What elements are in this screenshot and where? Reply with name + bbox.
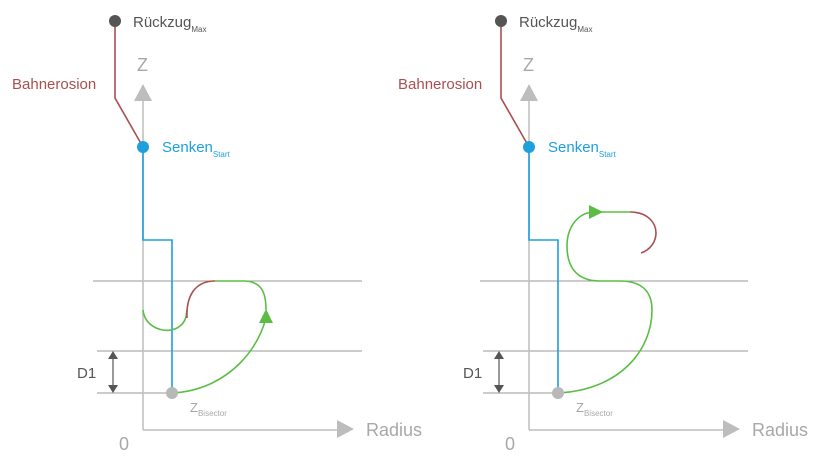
z-axis-arrowhead [134,84,152,101]
retract-path [114,21,144,148]
origin-label: 0 [505,434,515,454]
d1-dimension-arrow [108,351,118,393]
path-erosion-label: Bahnerosion [398,76,482,93]
retract-max-point [109,15,121,27]
radius-axis-arrowhead [337,420,354,438]
z-axis-label: Z [523,55,534,75]
retract-label: RückzugMax [519,14,592,34]
plunge-path [528,147,559,393]
diagram-left: RückzugMax Bahnerosion SenkenStart Z Rad… [12,14,422,454]
diagram-right: RückzugMax Bahnerosion SenkenStart Z Rad… [398,14,808,454]
radius-axis-label: Radius [366,420,422,440]
path-erosion-label: Bahnerosion [12,76,96,93]
sink-start-label: SenkenStart [162,139,231,159]
erosion-top-path [215,280,267,311]
retract-label: RückzugMax [133,14,206,34]
origin-label: 0 [119,434,129,454]
z-axis-label: Z [137,55,148,75]
erosion-s-arrowhead [589,205,603,219]
retract-path [500,21,530,148]
bisector-label: ZBisector [576,400,613,418]
d1-label: D1 [77,365,96,382]
erosion-curl-path [629,211,657,254]
d1-dimension-arrow [494,351,504,393]
sink-start-point [137,141,149,153]
erosion-curl-path [186,280,216,319]
d1-label: D1 [463,365,482,382]
bisector-point [552,387,564,399]
sink-start-point [523,141,535,153]
erosion-loop-path [142,309,188,332]
retract-max-point [495,15,507,27]
erosion-arc-path [171,311,268,394]
plunge-path [142,147,173,393]
bisector-point [166,387,178,399]
z-axis-arrowhead [520,84,538,101]
sink-start-label: SenkenStart [548,139,617,159]
radius-axis-arrowhead [723,420,740,438]
radius-axis-label: Radius [752,420,808,440]
erosion-arc-arrowhead [259,309,273,323]
erosion-s-path [557,211,653,394]
bisector-label: ZBisector [190,400,227,418]
